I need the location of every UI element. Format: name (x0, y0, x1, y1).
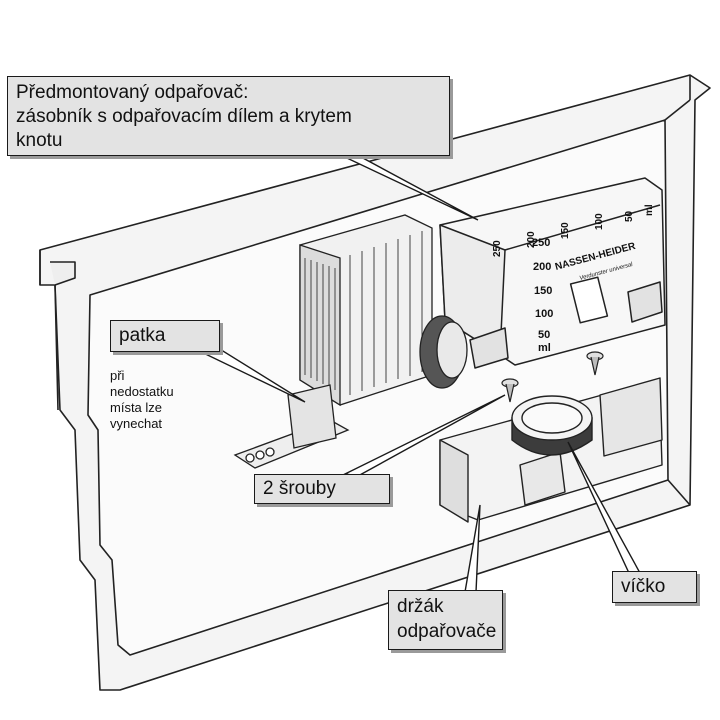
screw-left (501, 378, 519, 403)
scale-side-200: 200 (533, 261, 551, 273)
cap-callout: víčko (612, 571, 697, 603)
holder-callout-line-1: držák (397, 596, 444, 617)
scale-top-50: 50 (624, 210, 635, 222)
screw-right (586, 351, 604, 376)
evaporator-body (439, 177, 666, 369)
evaporator-callout-line-1: Předmontovaný odpařovač: (16, 82, 249, 103)
scale-top-100: 100 (594, 213, 605, 230)
scale-side-ml: ml (538, 342, 551, 354)
evaporator-callout-line-2: zásobník s odpařovacím dílem a krytem (16, 106, 352, 127)
scale-side: 250 200 150 100 50 ml (532, 237, 553, 354)
foot-note-line-2: nedostatku (110, 384, 174, 399)
leader-lines (191, 149, 642, 593)
cap (511, 395, 593, 456)
cap-callout-label: víčko (621, 576, 666, 597)
scale-side-50: 50 (538, 329, 550, 341)
scale-top-ml: ml (644, 204, 655, 216)
foot-note-line-4: vynechat (110, 416, 163, 431)
scale-top-250: 250 (492, 240, 503, 257)
foot-callout-label: patka (119, 325, 166, 346)
scale-top: 250 200 150 100 50 ml (492, 204, 655, 257)
holder-callout: držák odpařovače (388, 590, 503, 650)
screws-callout: 2 šrouby (254, 474, 390, 504)
foot-note-line-3: místa lze (110, 400, 163, 415)
wick-cover (419, 315, 468, 389)
screws-callout-label: 2 šrouby (263, 478, 336, 499)
foot (233, 384, 350, 469)
evaporator-callout: Předmontovaný odpařovač: zásobník s odpa… (7, 76, 450, 156)
scale-side-150: 150 (534, 285, 552, 297)
scale-side-250: 250 (532, 237, 550, 249)
foot-callout: patka (110, 320, 220, 352)
foot-note-line-1: při (110, 368, 125, 383)
scale-top-200: 200 (526, 231, 537, 248)
holder-callout-line-2: odpařovače (397, 621, 497, 642)
evaporator-callout-line-3: knotu (16, 130, 63, 151)
foot-note: při nedostatku místa lze vynechat (110, 368, 174, 432)
scale-top-150: 150 (560, 222, 571, 239)
scale-side-100: 100 (535, 308, 553, 320)
evaporating-element (299, 214, 433, 407)
